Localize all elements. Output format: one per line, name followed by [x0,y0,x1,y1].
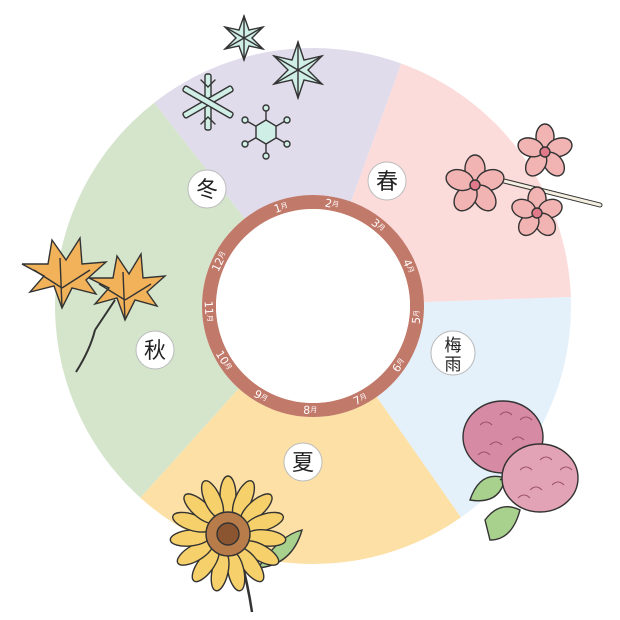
month-label-11: 11月 [202,301,216,323]
month-label-10: 10月 [213,348,235,373]
season-label-rainy-top: 梅 [445,336,462,356]
month-unit: 月 [205,315,213,322]
season-label-summer: 夏 [292,451,314,476]
sector-rainy [376,296,571,518]
month-number: 2 [324,196,333,210]
snowflakes-icon [182,13,325,160]
month-unit: 月 [358,392,368,402]
month-number: 8 [303,403,310,416]
month-number: 5 [409,316,423,324]
month-number: 11 [202,301,216,316]
month-label-4: 4月 [400,257,417,275]
cherry-blossom-icon [445,123,603,237]
month-label-5: 5月 [409,309,423,324]
season-badge-summer: 夏 [283,442,323,482]
month-label-12: 12月 [209,249,230,274]
month-label-1: 1月 [272,199,289,216]
month-unit: 月 [280,201,289,211]
month-number: 4 [400,257,415,268]
sunflower-icon [169,475,303,613]
month-unit: 月 [405,265,415,275]
month-unit: 月 [259,393,269,403]
month-number: 1 [272,201,283,216]
month-label-8: 8月 [303,403,317,416]
month-ring [202,195,424,417]
month-label-2: 2月 [324,196,340,211]
season-label-rainy-bottom: 雨 [445,355,462,375]
month-unit: 月 [331,200,339,209]
month-number: 12 [209,255,227,273]
season-badge-autumn: 秋 [135,330,175,370]
inner-circle [216,209,410,403]
month-unit: 月 [412,309,421,317]
month-unit: 月 [223,361,233,371]
month-label-7: 7月 [351,390,369,408]
season-label-spring: 春 [376,170,398,195]
month-unit: 月 [395,357,406,367]
month-number: 10 [213,348,231,367]
season-badge-spring: 春 [367,161,407,201]
hydrangea-icon [462,400,579,541]
month-unit: 月 [310,406,317,414]
season-badge-rainy: 梅 雨 [430,330,476,376]
season-badge-winter: 冬 [187,169,227,209]
season-label-autumn: 秋 [144,339,166,364]
month-unit: 月 [376,222,386,233]
maple-leaves-icon [21,235,168,373]
month-unit: 月 [217,250,227,260]
season-label-winter: 冬 [196,178,218,203]
